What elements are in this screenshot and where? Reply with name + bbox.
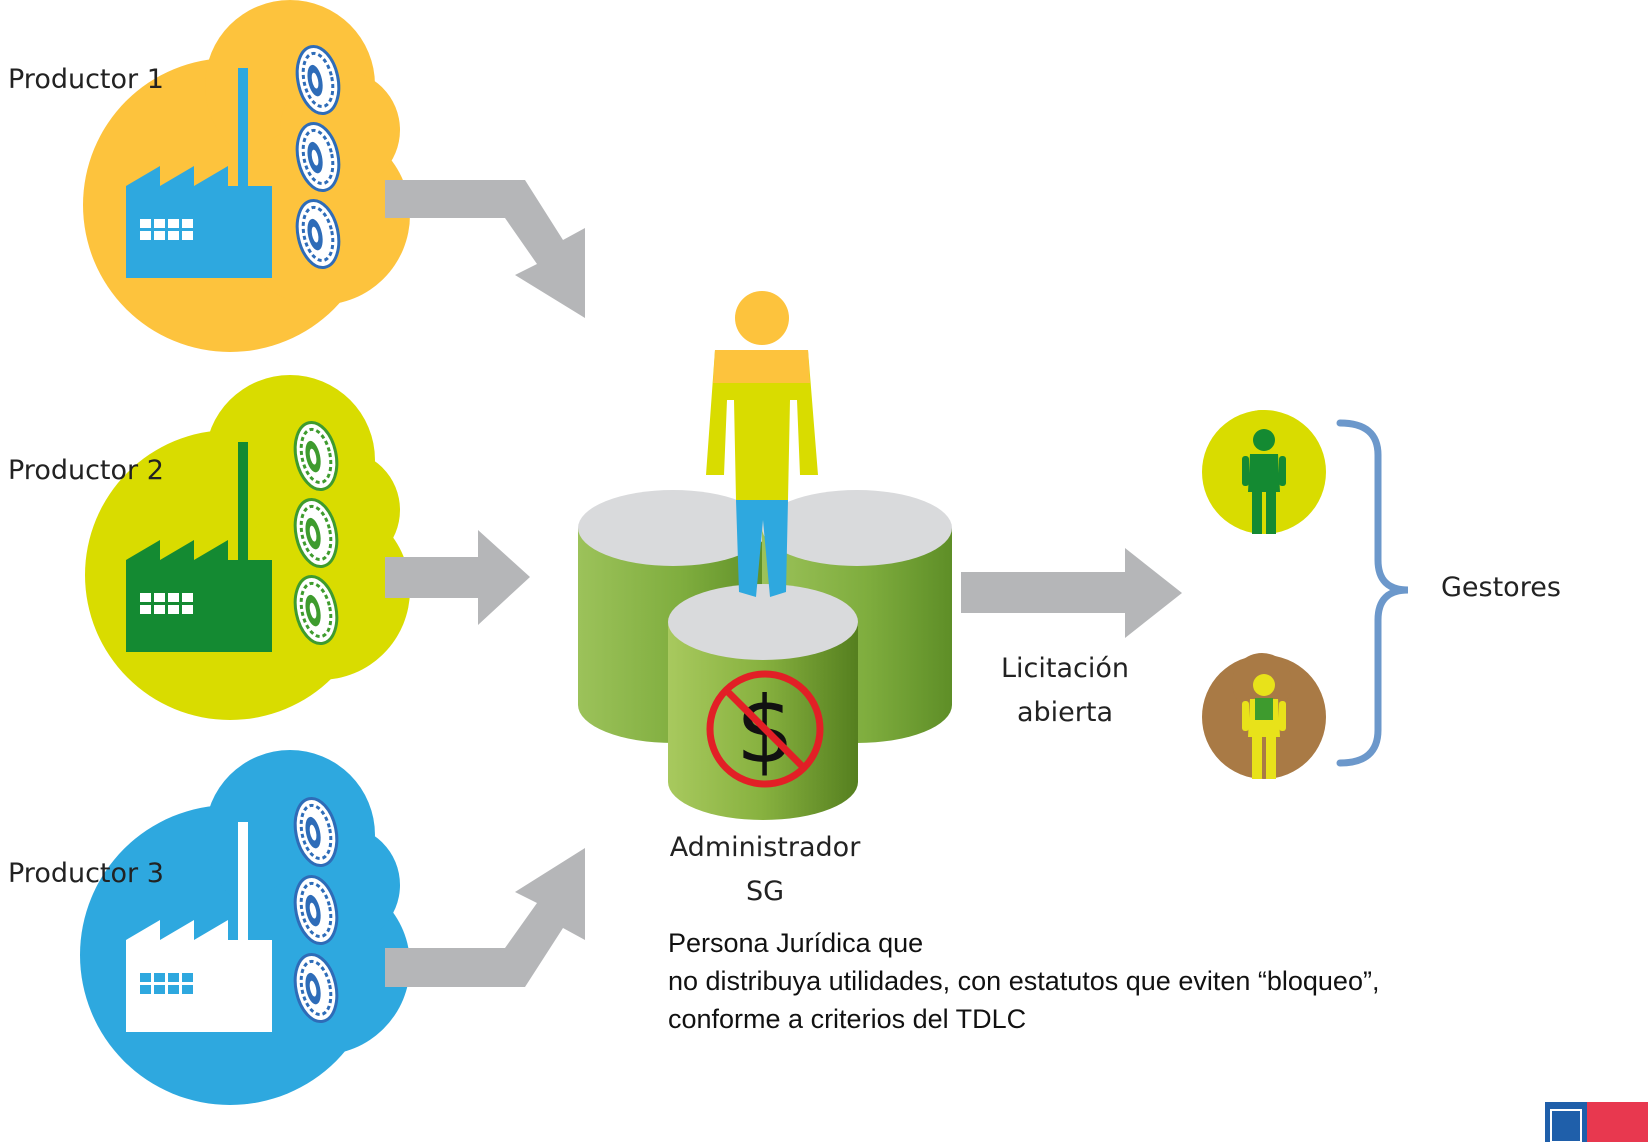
producer-1-group — [83, 0, 410, 352]
factory-windows — [140, 593, 193, 614]
factory-windows — [140, 219, 193, 240]
administrator-label-line1: Administrador — [669, 832, 861, 863]
administrator-person-icon — [706, 291, 818, 597]
tender-label-line1: Licitación — [1001, 653, 1129, 684]
description-text: Persona Jurídica que no distribuya utili… — [668, 924, 1379, 1038]
arrow-producer-2 — [385, 530, 530, 625]
arrows — [385, 180, 1182, 987]
description-line-3: conforme a criterios del TDLC — [668, 1004, 1027, 1034]
producer-1-label: Productor 1 — [8, 64, 164, 95]
description-line-1: Persona Jurídica que — [668, 928, 924, 958]
bracket — [1336, 419, 1409, 767]
producer-3-label: Productor 3 — [8, 858, 164, 889]
producer-2-group — [85, 375, 410, 720]
tender-label-line2: abierta — [1016, 697, 1114, 728]
administrator-label: Administrador SG — [645, 826, 885, 914]
arrow-producer-3 — [385, 848, 585, 987]
administrator-label-line2: SG — [745, 876, 785, 907]
arrow-tender — [961, 548, 1182, 638]
tender-label: Licitación abierta — [975, 647, 1155, 735]
factory-windows — [140, 973, 193, 994]
description-line-2: no distribuya utilidades, con estatutos … — [668, 966, 1380, 996]
no-profit-sign-icon: $ — [706, 670, 824, 788]
managers-group — [1202, 410, 1409, 779]
managers-label: Gestores — [1441, 572, 1561, 603]
arrow-producer-1 — [385, 180, 585, 318]
government-logo — [1545, 1102, 1648, 1142]
producer-2-label: Productor 2 — [8, 455, 164, 486]
administrator-group: $ — [578, 291, 952, 820]
producer-3-group — [80, 750, 410, 1105]
